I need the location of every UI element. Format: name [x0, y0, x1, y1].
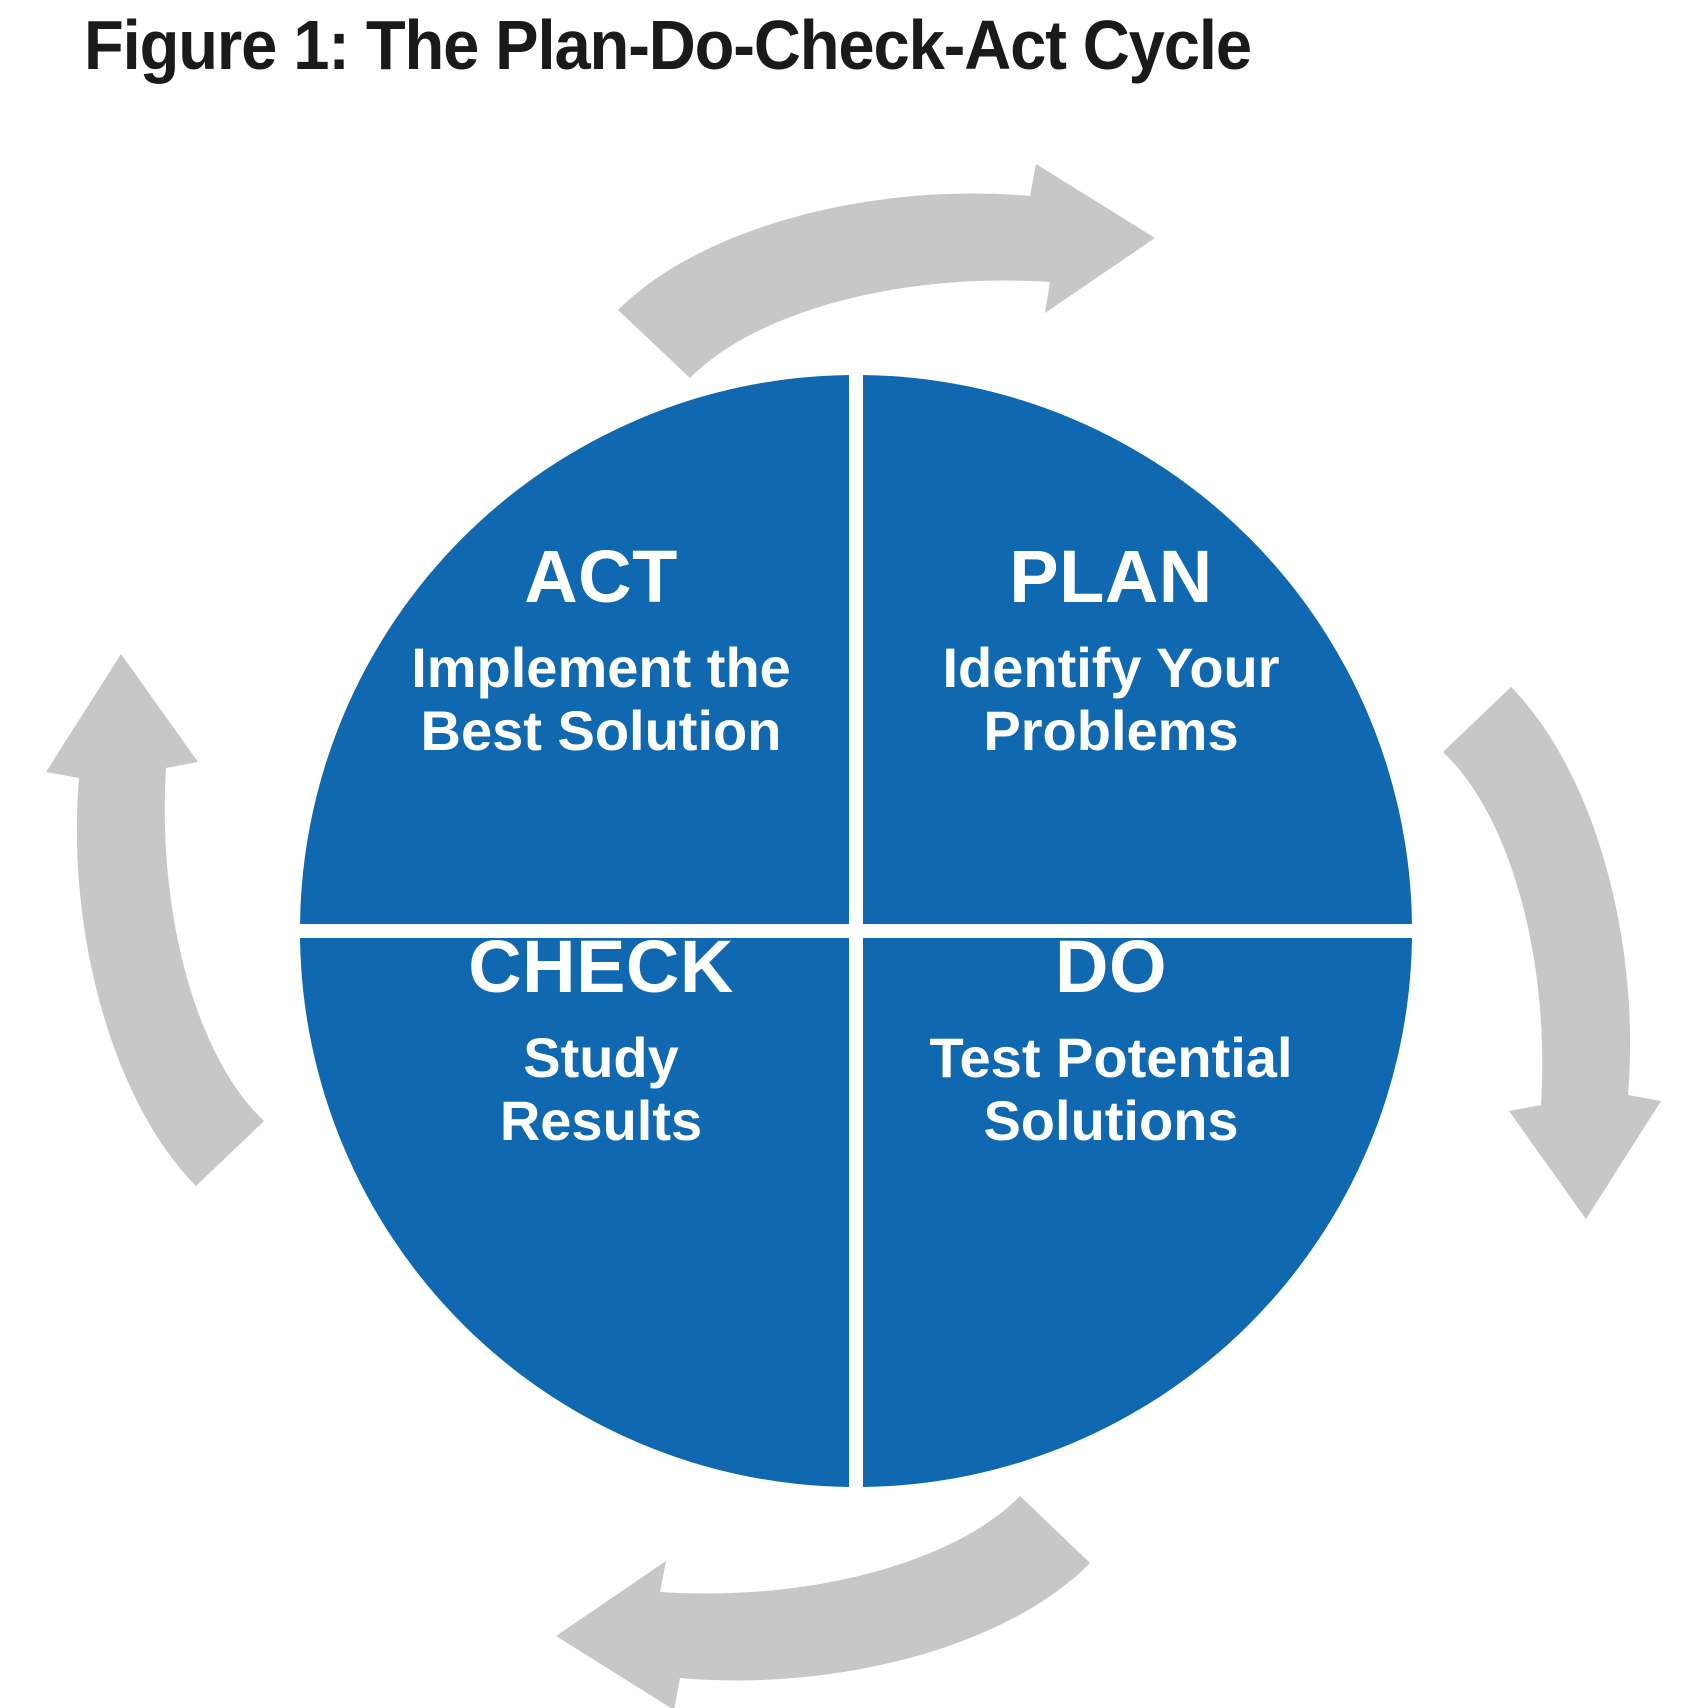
top-curved-arrow-right-icon — [618, 164, 1155, 378]
left-curved-arrow-up-icon — [46, 654, 264, 1186]
wheel-group — [300, 375, 1412, 1487]
wheel-quadrant-check[interactable] — [300, 938, 849, 1487]
wheel-quadrant-plan[interactable] — [863, 375, 1412, 924]
right-curved-arrow-down-icon — [1443, 687, 1661, 1219]
figure-title: Figure 1: The Plan-Do-Check-Act Cycle — [84, 6, 1252, 84]
wheel-quadrant-do[interactable] — [863, 938, 1412, 1487]
wheel-quadrant-act[interactable] — [300, 375, 849, 924]
bottom-curved-arrow-left-icon — [556, 1496, 1090, 1708]
